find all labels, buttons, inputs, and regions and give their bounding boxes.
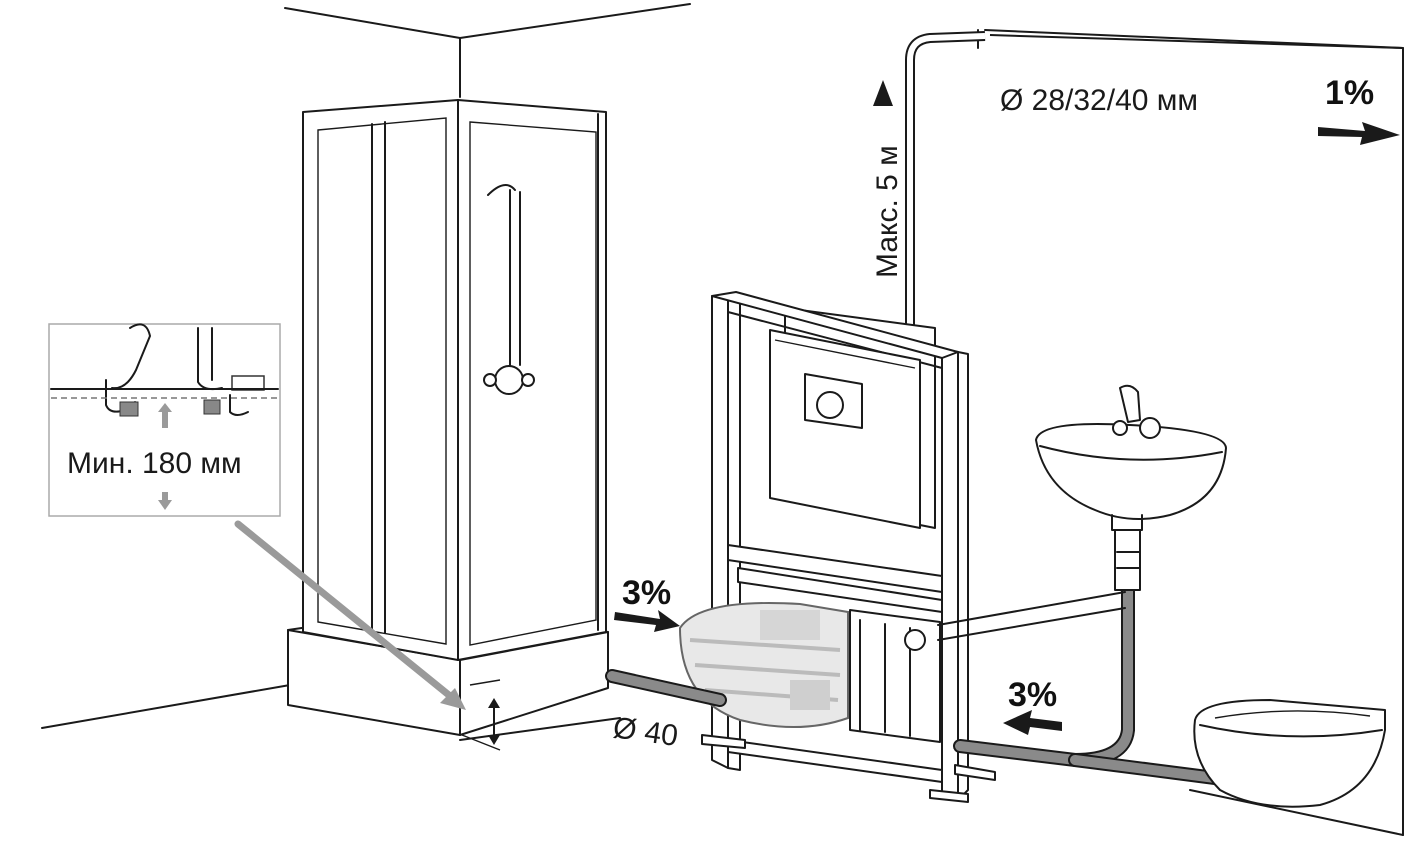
slope-right-label: 3%	[1008, 676, 1057, 714]
back-wall-ceiling-edge	[459, 3, 691, 39]
right-toilet	[1193, 699, 1386, 808]
callout-arrowhead-icon	[440, 688, 466, 710]
up-arrow-icon	[158, 403, 172, 428]
discharge-pipe	[905, 31, 1404, 345]
shower-head	[487, 184, 516, 196]
right-arrow-icon	[1318, 122, 1400, 145]
max-height-label: Макс. 5 м	[871, 145, 904, 278]
frame-foot-right	[929, 789, 969, 803]
left-wall-ceiling-edge	[284, 7, 461, 98]
left-floor-line	[41, 684, 291, 729]
washbasin	[1035, 384, 1227, 591]
slope-left-label: 3%	[622, 574, 671, 612]
grinder-unit	[849, 609, 941, 743]
shower-left-panel	[302, 99, 459, 661]
wall-hung-toilet	[678, 602, 849, 729]
inlet-pipe-right	[953, 583, 1222, 785]
room-walls	[41, 3, 1404, 836]
inlet-pipe-left	[605, 669, 727, 707]
slope-top-label: 1%	[1325, 74, 1374, 112]
down-arrow-icon	[158, 500, 172, 510]
center-floor-line	[459, 717, 621, 741]
min-height-label: Мин. 180 мм	[67, 447, 242, 480]
shower-cabin	[287, 99, 609, 736]
inlet-diameter-label: Ø 40	[611, 711, 680, 753]
shower-riser	[509, 189, 521, 366]
max-height-marker: Макс. 5 м	[871, 80, 904, 278]
callout-pointer	[234, 520, 466, 710]
pipe-diameters-label: Ø 28/32/40 мм	[1000, 84, 1198, 117]
frame-foot-left	[701, 734, 746, 749]
double-vertical-arrow-icon	[461, 679, 501, 751]
frame-right-upright	[941, 349, 959, 801]
installation-frame	[701, 291, 996, 803]
right-floor-line	[1189, 789, 1404, 836]
up-arrow-icon	[873, 80, 893, 106]
right-arrow-icon	[614, 610, 680, 632]
left-arrow-icon	[1003, 710, 1062, 735]
shower-mixer	[494, 365, 524, 395]
faucet	[1119, 384, 1141, 423]
basin-bowl	[1035, 423, 1227, 520]
cistern-panel	[769, 329, 921, 529]
basin-trap	[1114, 529, 1141, 591]
min-height-inset: Мин. 180 мм	[48, 323, 281, 517]
